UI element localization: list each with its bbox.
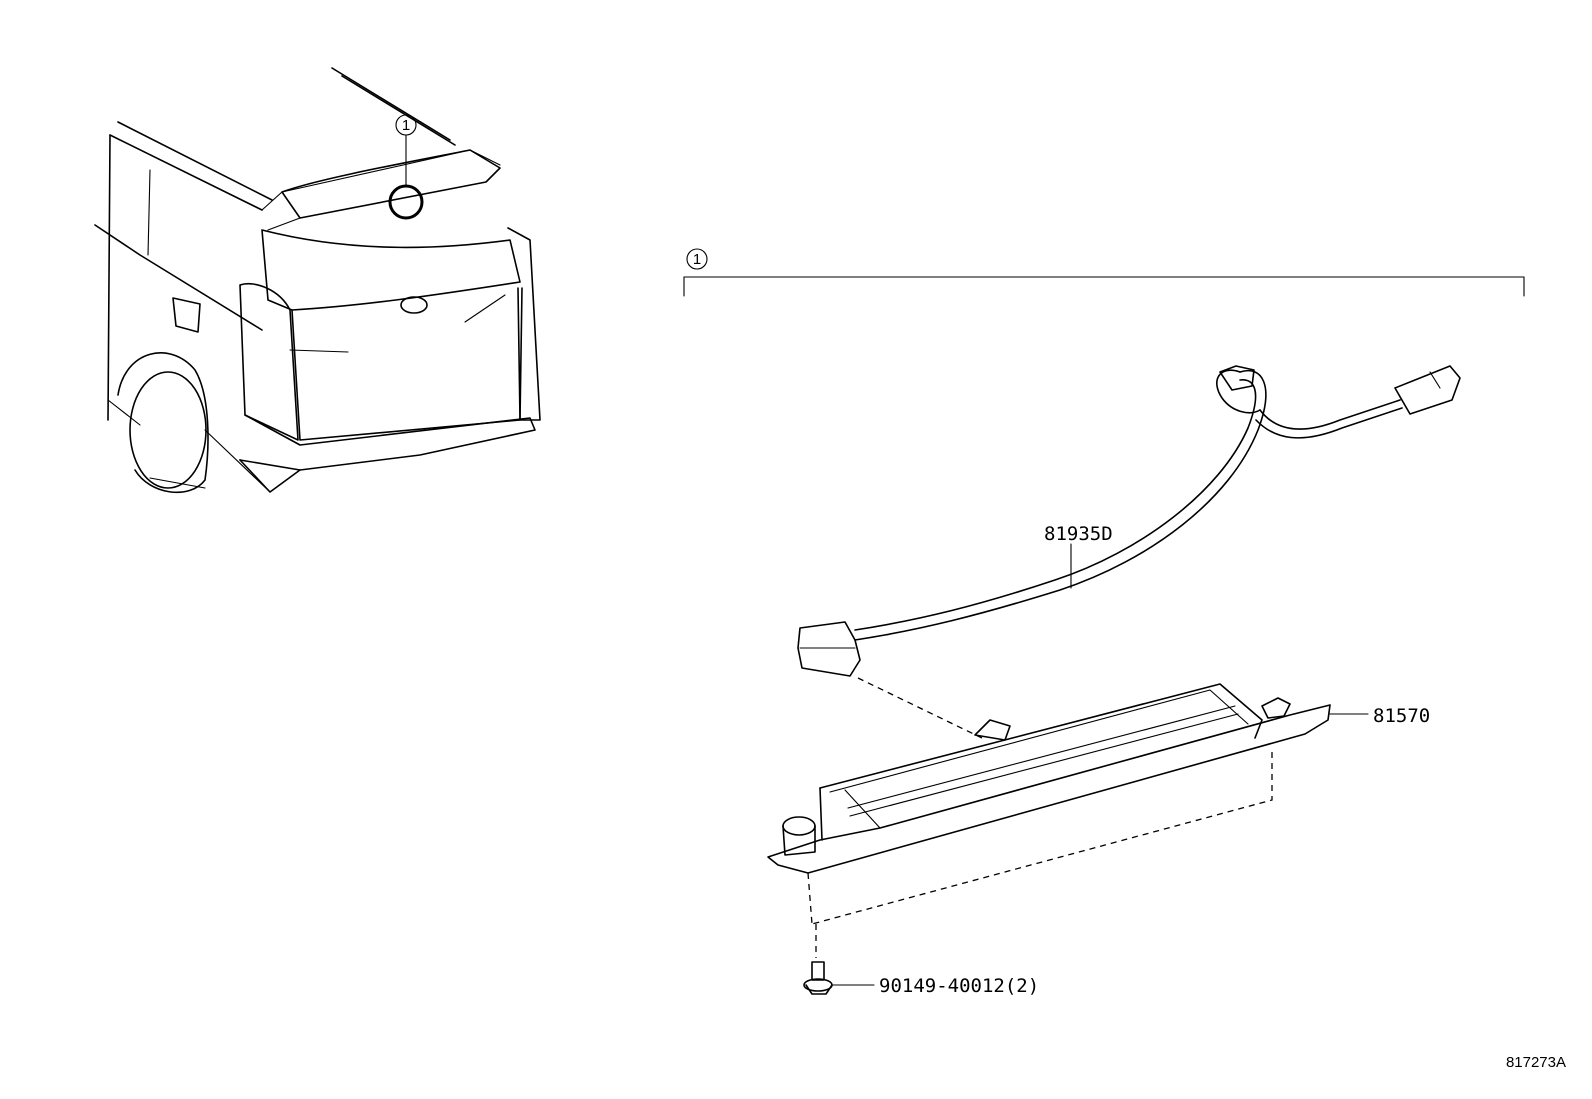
wire-harness <box>797 365 1461 677</box>
figure-reference: 817273A <box>1506 1054 1566 1071</box>
assembly-bracket: 1 <box>683 248 1525 297</box>
part-label-90149-40012: 90149-40012(2) <box>879 975 1039 997</box>
vehicle-callout-marker: 1 <box>402 117 410 134</box>
screw-fastener <box>803 961 875 995</box>
stop-lamp-assembly <box>767 683 1369 874</box>
part-label-81935D: 81935D <box>1044 523 1113 545</box>
highlight-circle <box>388 184 424 220</box>
assembly-callout-marker: 1 <box>693 251 701 268</box>
vehicle-rear-illustration: 1 <box>94 67 541 494</box>
part-label-81570: 81570 <box>1373 705 1430 727</box>
assembly-dashed-lines <box>807 677 1273 958</box>
